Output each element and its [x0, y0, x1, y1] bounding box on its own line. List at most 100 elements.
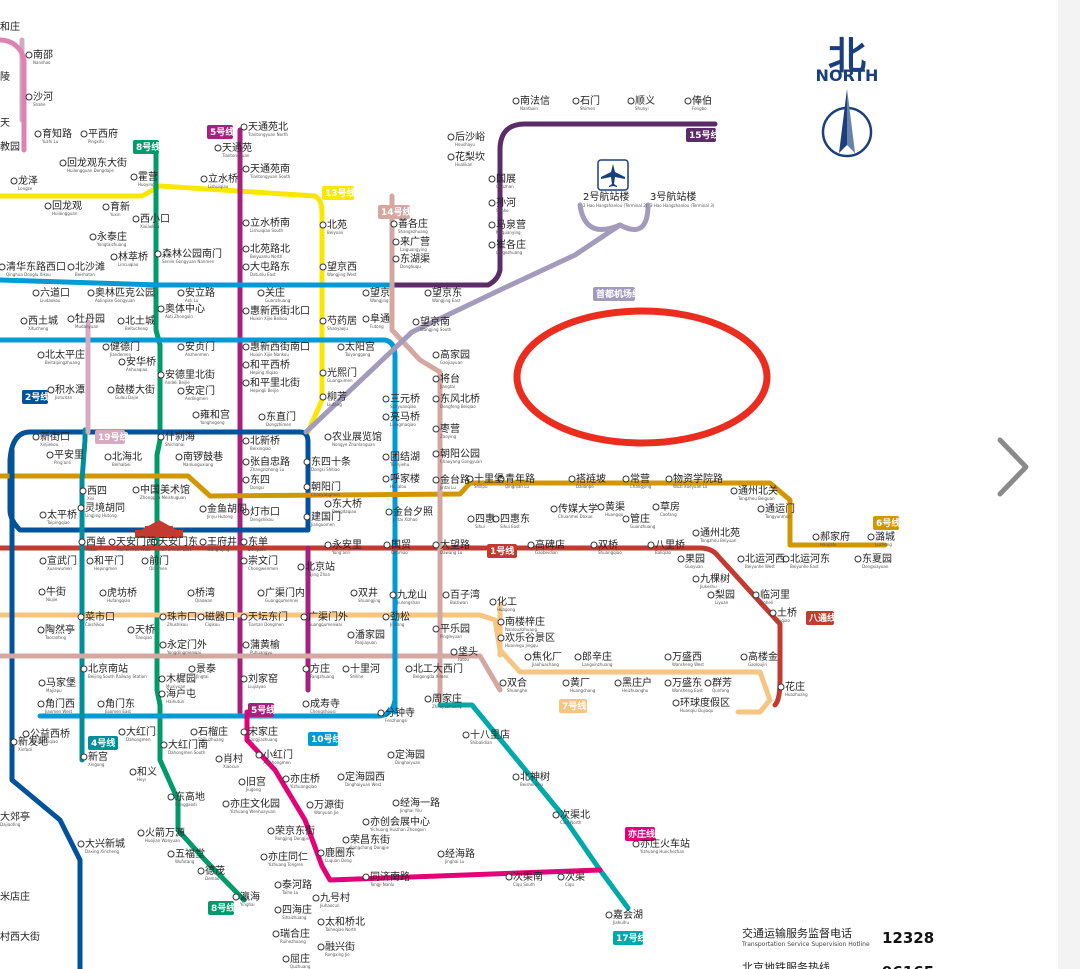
- station-dot[interactable]: [240, 557, 248, 565]
- station-dot[interactable]: [242, 361, 250, 369]
- station-dot[interactable]: [382, 453, 390, 461]
- station-dot[interactable]: [632, 840, 640, 848]
- station-dot[interactable]: [37, 351, 45, 359]
- station-dot[interactable]: [99, 589, 107, 597]
- station-dot[interactable]: [692, 575, 700, 583]
- station-dot[interactable]: [622, 475, 630, 483]
- line-badge[interactable]: 8号线: [208, 901, 235, 915]
- station-dot[interactable]: [38, 679, 46, 687]
- station-dot[interactable]: [424, 289, 432, 297]
- station-dot[interactable]: [424, 695, 432, 703]
- station-dot[interactable]: [605, 911, 613, 919]
- line-badge[interactable]: 5号线: [248, 703, 275, 717]
- station-dot[interactable]: [319, 263, 327, 271]
- station-dot[interactable]: [267, 827, 275, 835]
- station-dot[interactable]: [692, 529, 700, 537]
- station-dot[interactable]: [141, 557, 149, 565]
- station-dot[interactable]: [303, 513, 311, 521]
- station-dot[interactable]: [622, 515, 630, 523]
- station-dot[interactable]: [432, 625, 440, 633]
- station-dot[interactable]: [59, 159, 67, 167]
- station-dot[interactable]: [782, 555, 790, 563]
- line-badge[interactable]: 5号线: [207, 125, 234, 139]
- station-dot[interactable]: [704, 679, 712, 687]
- station-dot[interactable]: [129, 768, 137, 776]
- station-label[interactable]: 教园: [0, 140, 20, 153]
- station-dot[interactable]: [242, 641, 250, 649]
- station-dot[interactable]: [488, 241, 496, 249]
- station-dot[interactable]: [572, 97, 580, 105]
- station-dot[interactable]: [392, 255, 400, 263]
- station-dot[interactable]: [412, 318, 420, 326]
- station-dot[interactable]: [102, 343, 110, 351]
- station-dot[interactable]: [499, 679, 507, 687]
- station-dot[interactable]: [89, 233, 97, 241]
- station-dot[interactable]: [432, 541, 440, 549]
- station-dot[interactable]: [319, 393, 327, 401]
- station-dot[interactable]: [568, 475, 576, 483]
- station-dot[interactable]: [489, 598, 497, 606]
- station-dot[interactable]: [86, 557, 94, 565]
- station-dot[interactable]: [80, 753, 88, 761]
- station-dot[interactable]: [447, 153, 455, 161]
- station-dot[interactable]: [37, 700, 45, 708]
- station-dot[interactable]: [319, 369, 327, 377]
- subway-map[interactable]: 8号线5号线13号线14号线15号线2号线19号线6号线1号线八通线7号线5号线…: [0, 0, 1058, 969]
- station-dot[interactable]: [20, 317, 28, 325]
- station-dot[interactable]: [488, 199, 496, 207]
- station-dot[interactable]: [132, 215, 140, 223]
- line-badge[interactable]: 6号线: [873, 516, 900, 530]
- station-dot[interactable]: [552, 811, 560, 819]
- station-dot[interactable]: [432, 351, 440, 359]
- station-dot[interactable]: [432, 395, 440, 403]
- station-dot[interactable]: [260, 853, 268, 861]
- station-dot[interactable]: [854, 555, 862, 563]
